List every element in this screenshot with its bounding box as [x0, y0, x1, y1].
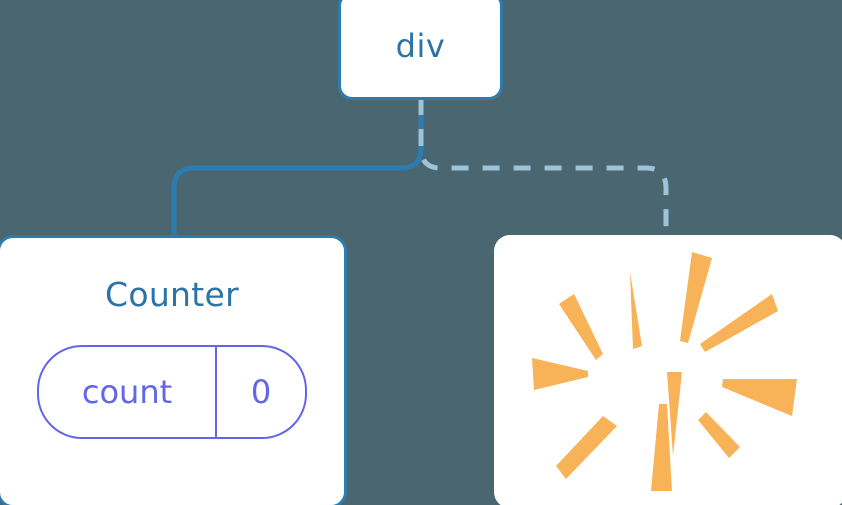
edge-div-to-preview — [418, 98, 669, 238]
state-value: 0 — [215, 347, 305, 437]
node-preview[interactable] — [494, 235, 842, 505]
node-div[interactable]: div — [338, 0, 503, 100]
state-key-label: count — [81, 373, 173, 411]
sparkle-burst-icon — [532, 252, 797, 491]
edge-div-to-counter — [171, 98, 424, 238]
node-counter[interactable]: Counter count 0 — [0, 235, 347, 505]
node-counter-title: Counter — [105, 275, 239, 314]
state-pill[interactable]: count 0 — [37, 345, 307, 439]
node-div-label: div — [395, 27, 446, 65]
